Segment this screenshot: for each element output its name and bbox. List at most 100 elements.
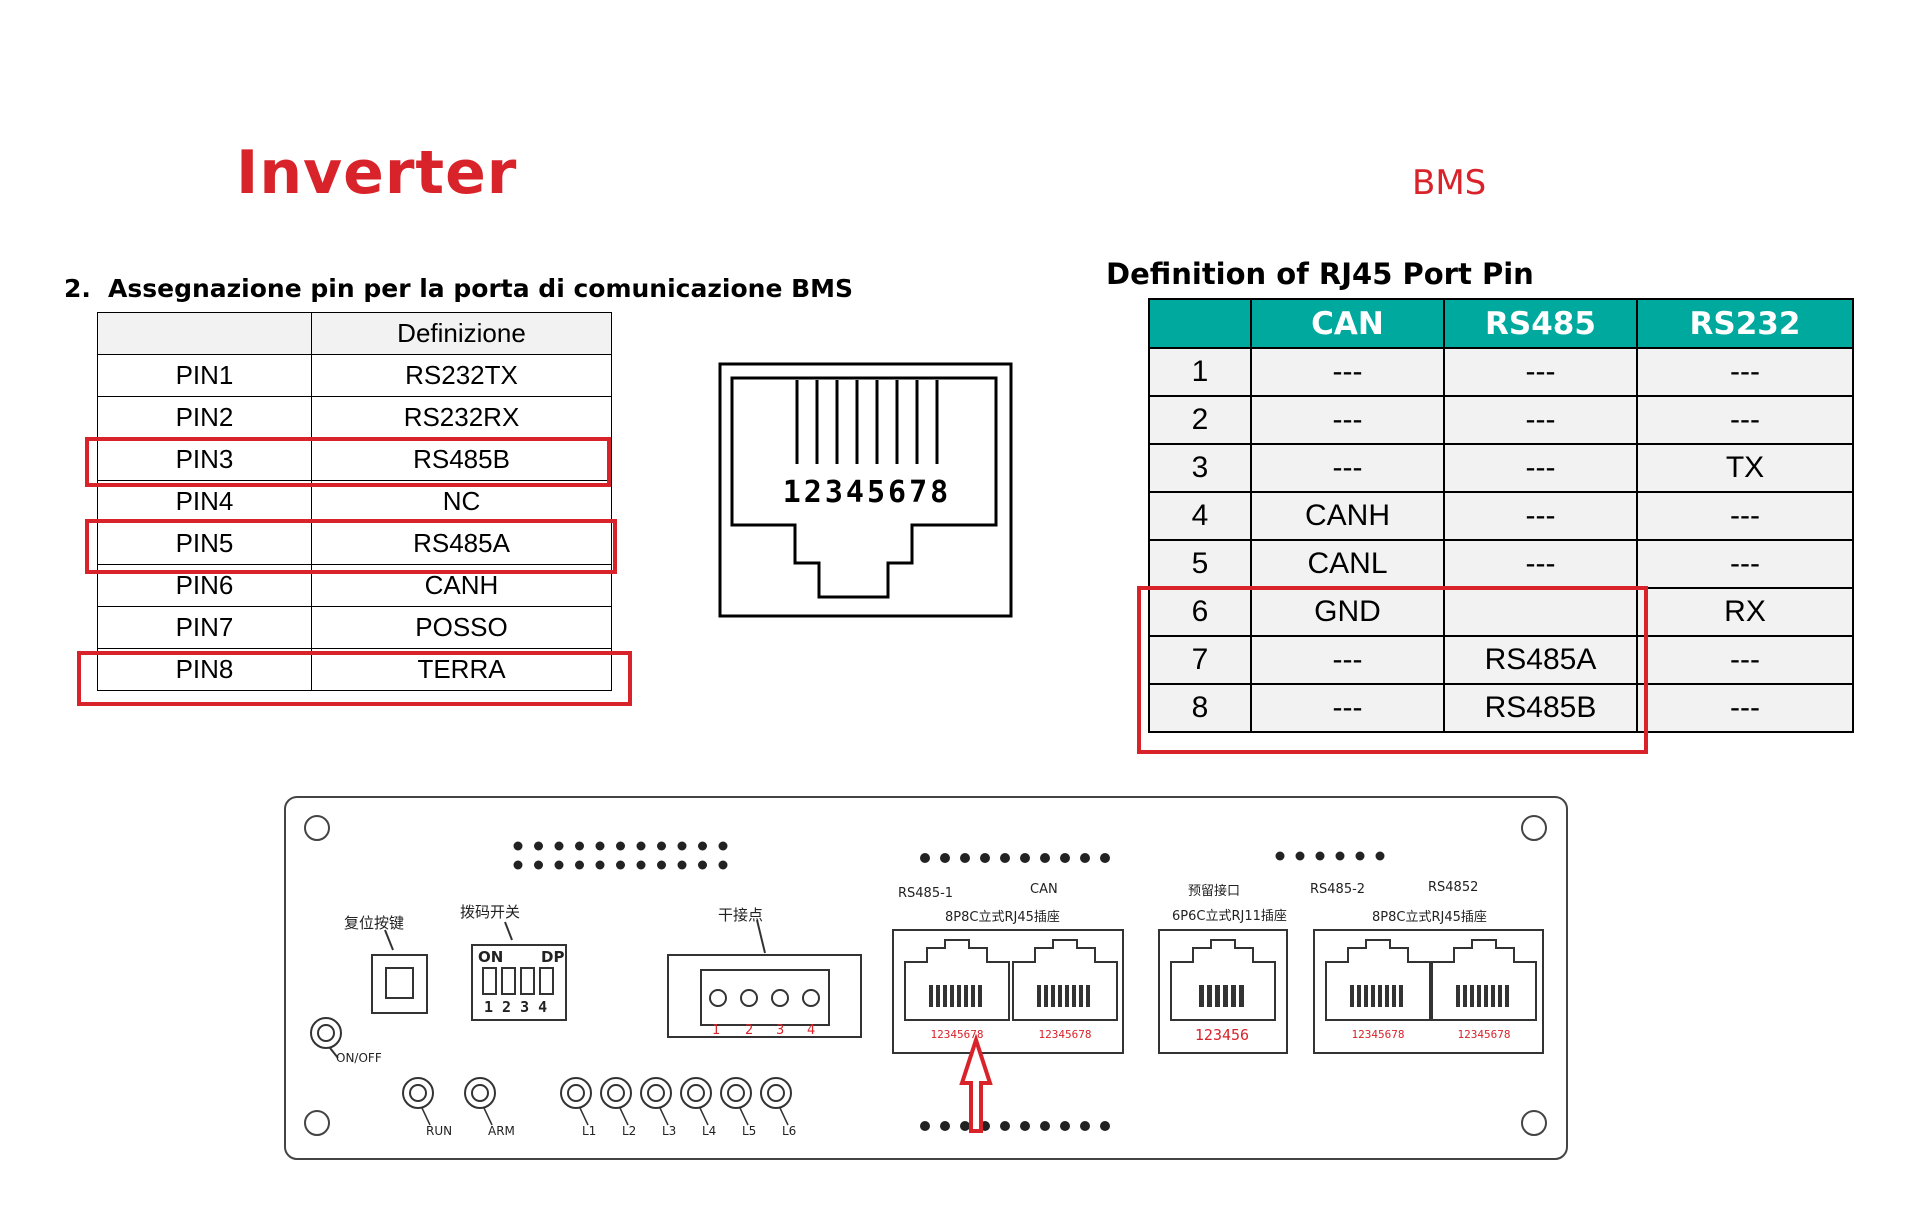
rs232-cell: RX: [1636, 587, 1854, 637]
pin-number-cell: 7: [1148, 635, 1252, 685]
rs485-cell: RS485A: [1443, 635, 1638, 685]
pin-number-cell: 6: [1148, 587, 1252, 637]
header-pin-dot: [575, 841, 584, 851]
rs485-cell: RS485B: [1443, 683, 1638, 733]
can-port-label: CAN: [1030, 882, 1058, 897]
pin-number-cell: 4: [1148, 491, 1252, 541]
header-pin-dot: [1060, 853, 1070, 863]
led-ring: [600, 1077, 632, 1109]
header-pin-dot: [575, 860, 584, 870]
highlight-pin5: [85, 519, 617, 574]
table-header-row: CAN RS485 RS232: [1148, 298, 1854, 349]
can-cell: ---: [1250, 395, 1445, 445]
rs232-cell: ---: [1636, 395, 1854, 445]
led-core: [767, 1084, 785, 1102]
header-pin-dot: [513, 841, 523, 851]
rs485-cell: ---: [1443, 395, 1638, 445]
led-leader: [699, 1107, 709, 1126]
led-leader: [421, 1107, 431, 1126]
rs232-cell: ---: [1636, 539, 1854, 589]
rs232-cell: ---: [1636, 347, 1854, 397]
table-header-cell: RS232: [1636, 298, 1854, 349]
header-pin-dot: [960, 1121, 970, 1131]
arrow-icon: [959, 1033, 993, 1133]
table-header-cell: CAN: [1250, 298, 1445, 349]
can-cell: CANL: [1250, 539, 1445, 589]
jack-6p6c-label: 6P6C立式RJ11插座: [1172, 909, 1287, 924]
header-pin-dot: [554, 860, 564, 870]
inverter-heading: Inverter: [236, 138, 518, 208]
can-cell: CANH: [1250, 491, 1445, 541]
bms-device-panel: [284, 796, 1568, 1160]
header-pin-dot: [980, 853, 990, 863]
led-label: L4: [702, 1124, 716, 1138]
highlight-pin8: [77, 651, 632, 706]
header-pin-dot: [677, 841, 687, 851]
table-row: 7---RS485A---: [1148, 635, 1854, 685]
led-ring: [720, 1077, 752, 1109]
reset-button-drawing: [371, 929, 428, 1014]
led-core: [409, 1084, 427, 1102]
inverter-table-title: 2.Assegnazione pin per la porta di comun…: [64, 276, 853, 301]
onoff-label: ON/OFF: [336, 1051, 382, 1065]
pin-definition-cell: NC: [311, 480, 612, 523]
terminal-number: 4: [807, 1023, 815, 1038]
led-label: RUN: [426, 1124, 452, 1138]
dry-contact-label: 干接点: [718, 906, 763, 924]
dip-on-label: ON: [478, 948, 503, 966]
led-leader: [579, 1107, 589, 1126]
header-pin-dot: [1375, 851, 1385, 861]
rs232-cell: ---: [1636, 491, 1854, 541]
header-pin-dot: [534, 860, 543, 870]
led-ring: [760, 1077, 792, 1109]
header-pin-dot: [960, 853, 970, 863]
rj-jack-socket: 12345678: [904, 939, 1010, 1041]
jack-pin-numbers: 12345678: [1352, 1028, 1405, 1041]
led-ring: [640, 1077, 672, 1109]
rs485-1-label: RS485-1: [898, 886, 953, 901]
pin-name-cell: PIN5: [97, 522, 312, 565]
dip-label: 拨码开关: [460, 903, 520, 921]
section-title-text: Assegnazione pin per la porta di comunic…: [108, 274, 854, 303]
jack-8p8c-label-a: 8P8C立式RJ45插座: [945, 910, 1060, 925]
header-pin-dot: [1020, 1121, 1030, 1131]
table-row: 1---------: [1148, 347, 1854, 397]
header-pin-dot: [554, 841, 564, 851]
header-pin-dot: [1040, 853, 1050, 863]
header-pin-dot: [1000, 1121, 1010, 1131]
header-pin-dot: [595, 860, 605, 870]
pin-definition-cell: RS485B: [311, 438, 612, 481]
rj45-pin-table: CAN RS485 RS232 1--------- 2--------- 3-…: [1148, 298, 1854, 733]
pin-name-cell: PIN8: [97, 648, 312, 691]
header-pin-dot: [718, 860, 728, 870]
led-ring: [402, 1077, 434, 1109]
header-pin-dot: [1060, 1121, 1070, 1131]
pin-definition-cell: RS485A: [311, 522, 612, 565]
header-pin-dot: [698, 860, 707, 870]
pin-name-cell: PIN2: [97, 396, 312, 439]
jack-pin-numbers: 12345678: [1458, 1028, 1511, 1041]
header-pin-dot: [1335, 851, 1345, 861]
header-pin-dots: [513, 841, 1385, 1131]
rj45-port-group-b: [1313, 929, 1544, 1054]
header-pin-dot: [513, 860, 523, 870]
bms-heading: BMS: [1412, 163, 1487, 203]
header-pin-dot: [698, 841, 707, 851]
led-core: [607, 1084, 625, 1102]
led-leader: [483, 1107, 493, 1126]
led-core: [471, 1084, 489, 1102]
header-pin-dot: [1020, 853, 1030, 863]
led-core: [687, 1084, 705, 1102]
header-pin-dot: [1295, 851, 1305, 861]
led-leader: [779, 1107, 789, 1126]
header-pin-dot: [534, 841, 543, 851]
highlight-pins-6-8: [1137, 586, 1648, 754]
pin-name-cell: PIN7: [97, 606, 312, 649]
rj11-pin-numbers: 123456: [1195, 1026, 1249, 1044]
